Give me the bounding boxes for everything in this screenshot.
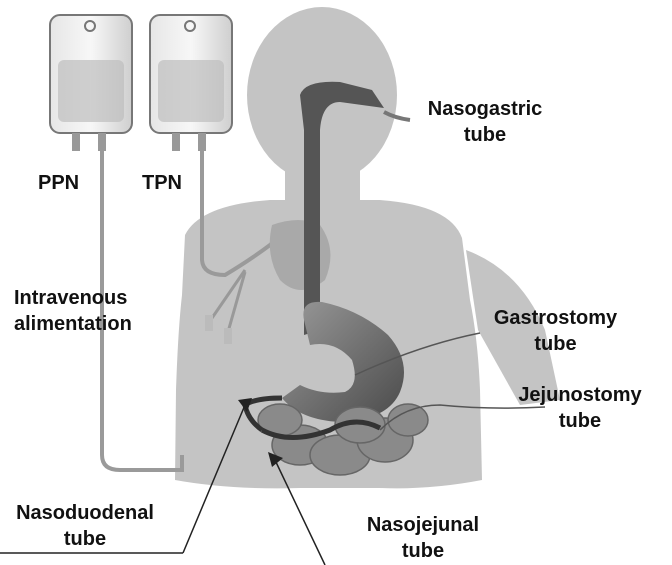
nasogastric-label-line2: tube	[420, 122, 550, 148]
nasojejunal-label-line2: tube	[348, 538, 498, 564]
nasogastric-label-line1: Nasogastric	[420, 96, 550, 122]
iv-bag-ppn	[50, 15, 132, 151]
intravenous-alimentation-label: Intravenous alimentation	[14, 285, 132, 337]
intravenous-label-line2: alimentation	[14, 311, 132, 337]
nasojejunal-tube-label: Nasojejunal tube	[348, 512, 498, 564]
nasojejunal-label-line1: Nasojejunal	[348, 512, 498, 538]
gastrostomy-label-line1: Gastrostomy	[478, 305, 633, 331]
nasogastric-tube-label: Nasogastric tube	[420, 96, 550, 148]
iv-bag-tpn	[150, 15, 232, 151]
intravenous-label-line1: Intravenous	[14, 285, 132, 311]
jejunostomy-tube-label: Jejunostomy tube	[500, 382, 660, 434]
gastrostomy-label-line2: tube	[478, 331, 633, 357]
nasoduodenal-label-line2: tube	[10, 526, 160, 552]
ppn-label: PPN	[38, 170, 79, 196]
jejunostomy-label-line2: tube	[500, 408, 660, 434]
jejunostomy-label-line1: Jejunostomy	[500, 382, 660, 408]
nasoduodenal-label-line1: Nasoduodenal	[10, 500, 160, 526]
gastrostomy-tube-label: Gastrostomy tube	[478, 305, 633, 357]
tpn-label: TPN	[142, 170, 182, 196]
nasoduodenal-tube-label: Nasoduodenal tube	[10, 500, 160, 552]
